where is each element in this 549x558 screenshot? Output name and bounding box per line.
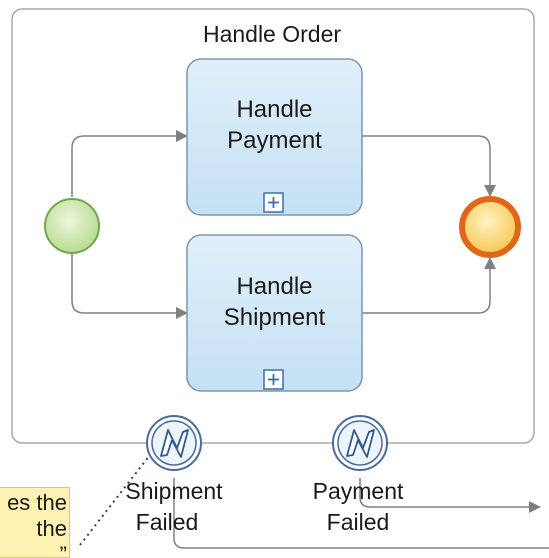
subprocess-handle-order[interactable] [11,8,535,444]
annotation-line-3: ” [59,542,67,558]
flow-payment-to-end [362,135,496,197]
lightning-error-icon [160,429,189,458]
lightning-error-icon [346,429,375,458]
text-annotation[interactable]: es the the ” [0,487,70,558]
task-handle-payment-line2: Payment [227,127,322,154]
subprocess-title: Handle Order [203,21,341,47]
flow-start-to-payment [71,130,188,197]
annotation-line-2: the [36,516,67,541]
boundary-event-shipment-failed[interactable] [146,415,202,471]
event-label-shipment-line2: Failed [136,509,199,535]
flow-payment-failed-out [359,478,541,513]
flow-shipment-failed-out [173,478,549,549]
event-label-shipment-line1: Shipment [125,478,223,504]
flow-start-to-shipment [71,254,188,319]
expand-marker-icon[interactable] [263,192,284,213]
association-dotted [79,454,151,546]
task-handle-shipment-line2: Shipment [224,304,326,331]
expand-marker-icon[interactable] [263,369,284,390]
flow-shipment-to-end [362,257,496,314]
boundary-event-payment-failed[interactable] [332,415,388,471]
end-event[interactable] [459,196,521,258]
event-label-payment-line1: Payment [313,478,404,504]
event-label-payment-line2: Failed [327,509,390,535]
task-handle-shipment-line1: Handle [236,273,312,300]
task-handle-payment[interactable]: Handle Payment [186,58,363,216]
task-handle-payment-line1: Handle [236,96,312,123]
annotation-line-1: es the [7,490,67,515]
sequence-flows [71,130,549,549]
start-event[interactable] [44,198,100,254]
task-handle-shipment[interactable]: Handle Shipment [186,234,363,392]
